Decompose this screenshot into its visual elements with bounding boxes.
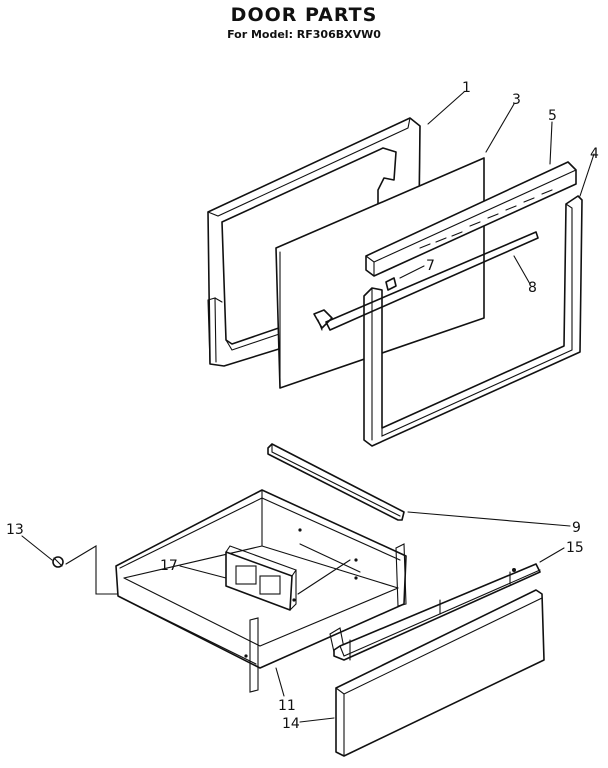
part-8-handle-rod[interactable] xyxy=(313,231,539,331)
part-7-clip[interactable] xyxy=(385,265,425,291)
part-5-vent-trim-strip[interactable] xyxy=(365,161,577,277)
part-14-drawer-front-panel[interactable] xyxy=(335,589,545,757)
part-13-fastener[interactable] xyxy=(52,556,64,568)
part-17-bracket[interactable] xyxy=(225,545,351,611)
callout-15: 15 xyxy=(566,540,584,556)
model-subtitle: For Model: RF306BXVW0 xyxy=(227,28,381,41)
callout-7: 7 xyxy=(426,258,435,274)
page-title: DOOR PARTS xyxy=(230,4,378,26)
leader-lines xyxy=(21,91,595,723)
callout-8: 8 xyxy=(528,280,537,296)
callout-14: 14 xyxy=(282,716,300,732)
callout-11: 11 xyxy=(278,698,296,714)
callout-4: 4 xyxy=(590,146,599,162)
callout-17: 17 xyxy=(160,558,178,574)
callout-1: 1 xyxy=(462,80,471,96)
callout-labels: 1 3 4 5 7 8 9 11 13 14 15 17 xyxy=(6,80,599,732)
callout-3: 3 xyxy=(512,92,521,108)
callout-13: 13 xyxy=(6,522,24,538)
part-9-separator-bar[interactable] xyxy=(267,443,405,521)
part-4-inner-door-frame[interactable] xyxy=(363,195,583,447)
callout-5: 5 xyxy=(548,108,557,124)
part-15-drawer-rail[interactable] xyxy=(333,563,541,661)
callout-9: 9 xyxy=(572,520,581,536)
